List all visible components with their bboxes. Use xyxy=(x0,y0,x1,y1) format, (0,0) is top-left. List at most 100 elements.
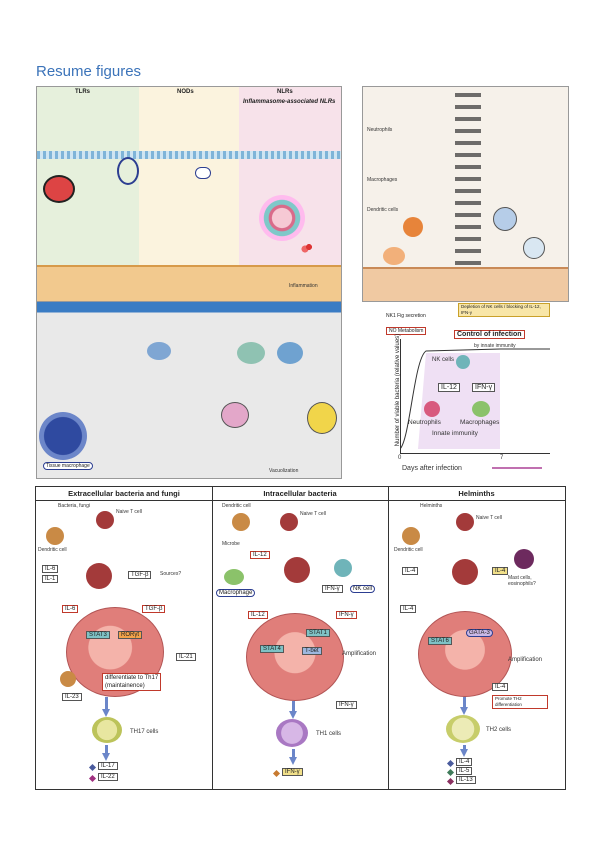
col3-naive-cell xyxy=(456,513,474,531)
col3-dot-3 xyxy=(446,777,455,786)
control-title: Control of infection xyxy=(454,330,525,339)
cell-membrane xyxy=(37,151,341,159)
col2-nk-cell xyxy=(334,559,352,577)
col2-ifng3: IFN-γ xyxy=(336,701,357,709)
nlr-header: NLRs xyxy=(277,89,293,95)
recruitment-label-2: Macrophages xyxy=(367,177,398,183)
col3-il13: IL-13 xyxy=(456,776,476,784)
col2-dendritic: Dendritic cell xyxy=(222,503,251,509)
col3-big-cell xyxy=(418,611,512,697)
x-axis-arrow xyxy=(492,467,542,469)
macrophage-icon xyxy=(472,401,490,417)
col2-il12: IL-12 xyxy=(250,551,270,559)
col3-arrow xyxy=(460,707,468,715)
tissue-macrophage-icon xyxy=(39,412,87,460)
col2-arrow2-stem xyxy=(292,749,295,757)
col3-microbe: Helminths xyxy=(420,503,443,509)
col3-il4c: IL-4 xyxy=(400,605,417,613)
neutrophil-dots xyxy=(455,93,481,273)
col3-arrow2-stem xyxy=(463,745,466,751)
bottom-panel: Extracellular bacteria and fungi Intrace… xyxy=(35,486,566,790)
col-divider-1 xyxy=(212,500,213,789)
infection-curve xyxy=(400,348,550,450)
inflammasome xyxy=(259,195,305,241)
nk-label: NK cells xyxy=(432,357,455,363)
col1-th17: TH17 cells xyxy=(130,729,159,735)
col1-dot-2 xyxy=(88,774,97,783)
cell-1 xyxy=(403,217,423,237)
col1-il22: IL-22 xyxy=(98,773,118,781)
col3-dot-2 xyxy=(446,768,455,777)
col2-ifng: IFN-γ xyxy=(322,585,343,593)
col1-tgfb: TGF-β xyxy=(128,571,152,579)
figure-prr-pathways: TLRs NODs NLRs Inflammasome-associated N… xyxy=(36,86,342,302)
col2-big-cell xyxy=(246,613,344,701)
col2-macrophage-cell xyxy=(224,569,244,585)
figure-control-of-infection: NK1 Fig secretion NO Metabolism Depletio… xyxy=(362,301,567,477)
col3-mast: Mast cells, eosinophils? xyxy=(508,575,536,587)
neutrophils-label: Neutrophils xyxy=(408,419,441,426)
col1-il6b: IL-6 xyxy=(62,605,79,613)
col3-promote: Promote TH2 differentiation xyxy=(492,695,548,709)
figure-recruitment: Neutrophils Macrophages Dendritic cells xyxy=(362,86,569,302)
x-tick-7: 7 xyxy=(500,455,504,461)
col2-t-cell xyxy=(284,557,310,583)
col1-arrow xyxy=(102,709,110,717)
col2-ifng2: IFN-γ xyxy=(336,611,357,619)
col1-dendritic: Dendritic cell xyxy=(38,547,67,553)
col2-stat4: STAT4 xyxy=(260,645,284,653)
col1-maint-text: (maintainence) xyxy=(105,683,145,689)
col1-arrow2 xyxy=(102,753,110,761)
col2-ifng4: IFN-γ xyxy=(282,768,303,776)
tlr-header: TLRs xyxy=(75,89,90,95)
col3-naive: Naive T cell xyxy=(476,515,502,521)
col3-gata3: GATA-3 xyxy=(466,629,493,637)
col2-il12b: IL-12 xyxy=(248,611,268,619)
col2-arrow-stem xyxy=(292,701,295,711)
col1-dot-1 xyxy=(88,763,97,772)
col2-th1: TH1 cells xyxy=(316,731,342,737)
col1-il17: IL-17 xyxy=(98,762,118,770)
legend-secretion: NK1 Fig secretion xyxy=(386,313,426,319)
legend-depletion: Depletion of NK cells / blocking of IL-1… xyxy=(458,303,550,317)
cell-4 xyxy=(383,247,405,265)
col2-th1-cells xyxy=(276,719,308,747)
y-axis xyxy=(400,339,401,453)
col3-dendritic: Dendritic cell xyxy=(394,547,423,553)
nucleus-band xyxy=(37,265,341,301)
phagocyte-1 xyxy=(147,342,171,360)
col2-arrow2 xyxy=(289,757,297,765)
col1-sources: Sources? xyxy=(160,571,182,577)
col1-arrow2-stem xyxy=(105,745,108,753)
col2-amp: Amplification xyxy=(342,651,377,657)
nlr-subheader: Inflammasome-associated NLRs xyxy=(243,99,336,105)
col3-th2-cells xyxy=(446,715,480,743)
x-axis-label: Days after infection xyxy=(402,465,462,472)
phagocyte-3 xyxy=(277,342,303,364)
x-axis xyxy=(400,453,550,454)
col3-il4e: IL-4 xyxy=(456,758,473,766)
bacterium-icon xyxy=(43,175,75,203)
col2-macrophage: Macrophage xyxy=(216,589,256,597)
col1-th17-cells xyxy=(92,717,122,743)
col3-il4b: IL-4 xyxy=(492,567,509,575)
col1-il23-cell xyxy=(60,671,76,687)
tissue-macrophage-label: Tissue macrophage xyxy=(43,462,93,470)
col3-il4: IL-4 xyxy=(402,567,419,575)
col3-arrow2 xyxy=(460,749,468,757)
col1-il23: IL-23 xyxy=(62,693,82,701)
autophagosome xyxy=(221,402,249,428)
col3-amp: Amplification xyxy=(508,657,543,663)
col2-stat1: STAT1 xyxy=(306,629,330,637)
col2-arrow xyxy=(289,711,297,719)
col1-header: Extracellular bacteria and fungi xyxy=(36,487,213,501)
col2-naive-cell xyxy=(280,513,298,531)
col2-dot xyxy=(272,769,281,778)
col1-tgfb2: TGF-β xyxy=(142,605,166,613)
col3-stat6: STAT6 xyxy=(428,637,452,645)
col-divider-2 xyxy=(388,500,389,789)
col3-th2: TH2 cells xyxy=(486,727,512,733)
col3-t-cell xyxy=(452,559,478,585)
col2-dendritic-cell xyxy=(232,513,250,531)
col2-microbe: Microbe xyxy=(222,541,240,547)
